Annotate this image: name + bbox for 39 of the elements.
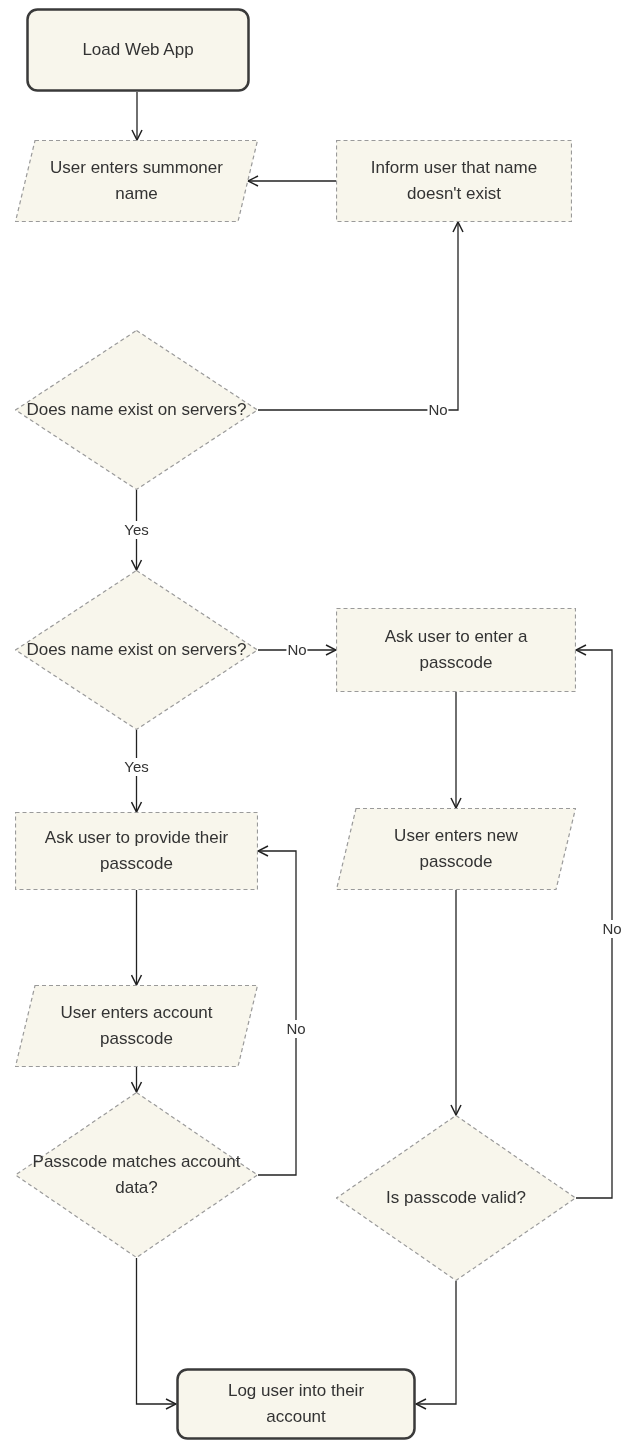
node-label: Ask user to provide their passcode xyxy=(43,827,230,875)
decision-diamond xyxy=(336,1115,576,1281)
input-parallelogram xyxy=(15,985,258,1067)
node-label: User enters account passcode xyxy=(59,1002,214,1050)
arrow xyxy=(575,644,613,1199)
node-label: Inform user that name doesn't exist xyxy=(369,157,539,205)
node-label: Passcode matches account data? xyxy=(31,1151,242,1199)
edge-label: Yes xyxy=(123,757,150,776)
input-parallelogram xyxy=(15,140,258,222)
edge-label: No xyxy=(285,1020,307,1039)
node-label: Is passcode valid? xyxy=(385,1187,527,1209)
edge-label: No xyxy=(601,920,623,939)
arrow xyxy=(415,1280,457,1410)
arrow xyxy=(450,691,462,809)
edge-label: Yes xyxy=(123,521,150,539)
node-label: User enters new passcode xyxy=(393,825,519,873)
arrow xyxy=(450,889,462,1116)
arrow xyxy=(135,1257,177,1410)
terminal-box xyxy=(26,8,250,92)
node-label: Log user into their account xyxy=(226,1380,366,1428)
decision-diamond xyxy=(15,1092,258,1258)
node-label: Ask user to enter a passcode xyxy=(383,626,529,674)
arrow xyxy=(257,221,464,411)
process-box xyxy=(336,140,572,222)
process-box xyxy=(15,812,258,890)
input-parallelogram xyxy=(336,808,576,890)
arrow xyxy=(247,175,337,187)
node-label: User enters summoner name xyxy=(49,157,224,205)
arrow xyxy=(131,91,143,141)
process-box xyxy=(336,608,576,692)
node-label: Does name exist on servers? xyxy=(25,399,248,421)
arrow xyxy=(257,845,297,1176)
arrow xyxy=(130,889,143,986)
decision-diamond xyxy=(15,330,258,490)
arrow xyxy=(130,1066,143,1093)
node-label: Does name exist on servers? xyxy=(25,639,248,661)
node-label: Load Web App xyxy=(81,39,195,61)
decision-diamond xyxy=(15,570,258,730)
terminal-box xyxy=(176,1368,416,1440)
